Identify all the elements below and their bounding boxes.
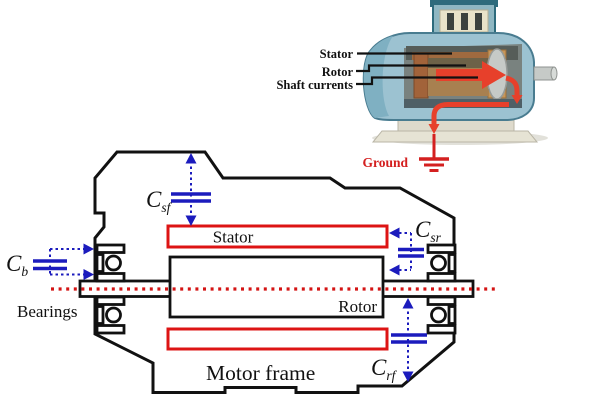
capacitance-stator-frame: Csf <box>146 153 211 226</box>
rotor-core-shade <box>428 58 488 68</box>
arrow-left <box>389 227 400 239</box>
shaft-stub-end <box>550 66 558 81</box>
motor-foot-plate <box>371 130 539 143</box>
shaft-currents-leader-line <box>356 76 478 86</box>
current-path-down <box>505 75 520 96</box>
motor-frame-label: Motor frame <box>206 361 315 385</box>
motor-schematic: Stator Rotor Csf Cb <box>6 150 497 394</box>
terminal-slot <box>475 13 482 30</box>
bearing-right-top <box>426 243 457 283</box>
photo-rotor-label: Rotor <box>322 65 354 79</box>
cb-label: Cb <box>6 251 28 279</box>
stator-winding-top <box>412 52 490 60</box>
arrow-right <box>83 269 94 280</box>
terminal-slot <box>447 13 454 30</box>
arrow-right <box>83 243 94 255</box>
photo-shaft-currents-label: Shaft currents <box>276 78 353 92</box>
ground-label: Ground <box>362 155 408 170</box>
shaft-current-arrow <box>436 61 506 89</box>
rotor-leader-line <box>356 64 466 73</box>
photo-stator-label: Stator <box>320 47 354 61</box>
arrow-left <box>389 264 400 276</box>
bearings-label: Bearings <box>17 302 77 321</box>
stator-bar-top <box>166 224 389 249</box>
bearing-left-bottom <box>95 295 126 335</box>
arrow-down <box>185 215 197 226</box>
stator-bar-bottom <box>166 327 389 351</box>
arrow-down <box>402 371 414 382</box>
rotor-label: Rotor <box>338 297 377 316</box>
current-arrowhead-to-ground <box>428 124 440 134</box>
rotor <box>168 255 385 319</box>
motor-photo: Ground Stator Rotor Shaft currents <box>276 0 558 172</box>
bearing-left-top <box>95 243 126 283</box>
csf-label: Csf <box>146 187 173 215</box>
current-path-base <box>431 102 509 124</box>
bearing-right-bottom <box>426 295 457 335</box>
arrow-up <box>185 153 197 164</box>
crf-label: Crf <box>371 355 398 383</box>
terminal-slot <box>461 13 468 30</box>
arrow-up <box>402 298 414 309</box>
capacitance-stator-rotor: Csr <box>389 217 442 276</box>
capacitance-rotor-frame: Crf <box>371 298 427 383</box>
stator-coil-left <box>413 53 429 99</box>
capacitance-bearing: Cb <box>6 243 94 280</box>
ground-symbol <box>419 134 449 172</box>
stator-label: Stator <box>213 228 254 247</box>
csr-label: Csr <box>415 217 442 245</box>
current-arrowhead-down <box>511 95 523 104</box>
photo-callouts: Stator Rotor Shaft currents <box>276 47 478 92</box>
